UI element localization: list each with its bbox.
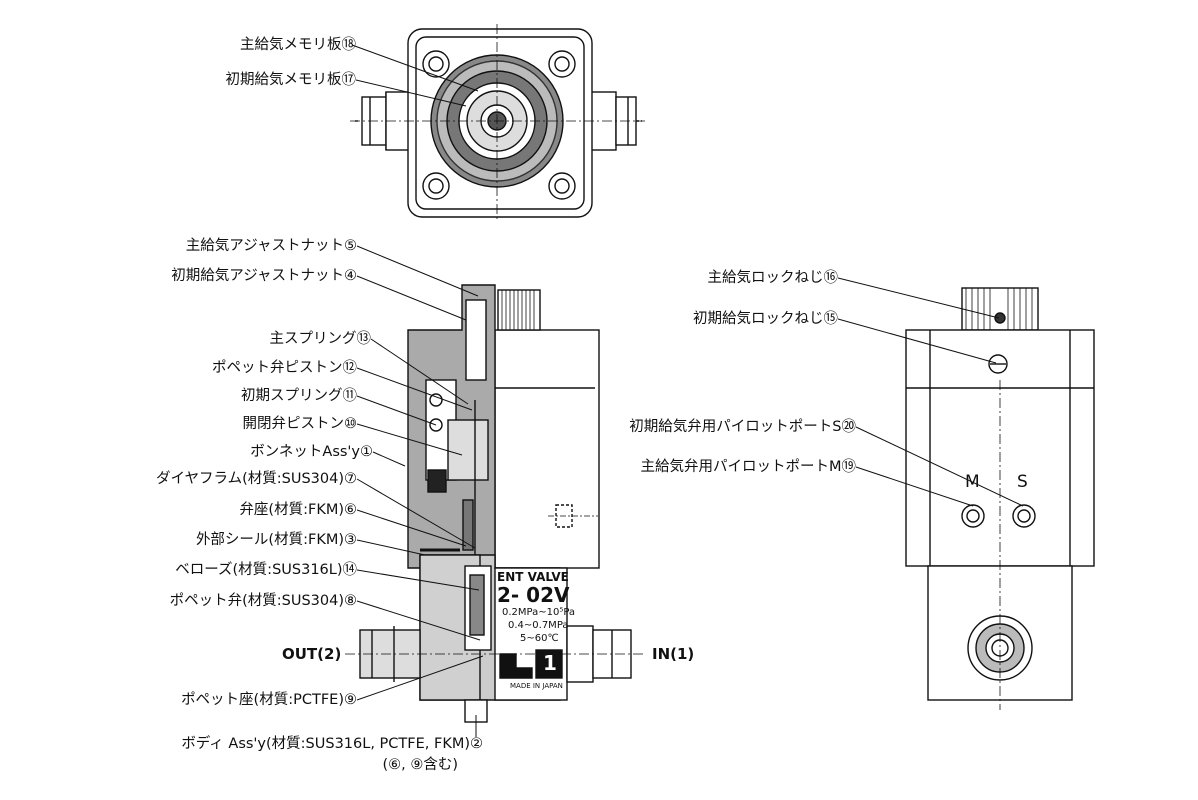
- label-main-lock-screw: 主給気ロックねじ⑯: [707, 270, 839, 286]
- label-pilot-port-m: 主給気弁用パイロットポートM⑲: [640, 459, 856, 475]
- label-poppet-seat: ポペット座(材質:PCTFE)⑨: [181, 692, 357, 708]
- label-main-memory-plate: 主給気メモリ板⑱: [240, 37, 356, 53]
- port-in-label: IN(1): [652, 645, 695, 663]
- label-body-assy: ボディ Ass'y(材質:SUS316L, PCTFE, FKM)②: [181, 736, 483, 752]
- nameplate-line3: 0.2MPa~10⁵Pa: [502, 607, 576, 618]
- label-open-close-piston: 開閉弁ピストン⑩: [242, 416, 358, 432]
- nameplate-logo-number: 1: [543, 651, 557, 675]
- side-view: [345, 284, 645, 723]
- label-bellows: ベローズ(材質:SUS316L)⑭: [175, 562, 357, 578]
- nameplate-made-in: MADE IN JAPAN: [510, 682, 563, 690]
- side-leaders: [356, 245, 484, 737]
- label-pilot-port-s: 初期給気弁用パイロットポートS⑳: [629, 419, 856, 435]
- top-view: [350, 24, 645, 220]
- nameplate-line4: 0.4~0.7MPa: [508, 620, 569, 631]
- right-leaders: [837, 277, 1024, 507]
- label-diaphragm: ダイヤフラム(材質:SUS304)⑦: [155, 471, 357, 487]
- port-letter-s: S: [1017, 472, 1028, 492]
- label-main-adjust-nut: 主給気アジャストナット⑤: [185, 238, 357, 254]
- label-body-assy-note: (⑥, ⑨含む): [382, 757, 458, 773]
- label-initial-adjust-nut: 初期給気アジャストナット④: [171, 268, 357, 284]
- port-out-label: OUT(2): [282, 645, 342, 663]
- nameplate-line2: 2- 02V: [497, 583, 570, 607]
- nameplate-line5: 5~60℃: [520, 633, 559, 644]
- nameplate-line1: ENT VALVE: [497, 570, 569, 584]
- label-bonnet-assy: ボンネットAss'y①: [250, 444, 373, 460]
- top-leaders: [351, 44, 479, 107]
- label-main-spring: 主スプリング⑬: [269, 331, 372, 347]
- top-bolts: [422, 50, 576, 200]
- label-poppet-valve-piston: ポペット弁ピストン⑫: [212, 360, 357, 376]
- label-initial-lock-screw: 初期給気ロックねじ⑮: [693, 311, 838, 327]
- port-letter-m: M: [965, 472, 980, 492]
- label-initial-memory-plate: 初期給気メモリ板⑰: [225, 72, 357, 88]
- right-view: [905, 287, 1095, 710]
- label-poppet-valve: ポペット弁(材質:SUS304)⑧: [169, 593, 357, 609]
- label-external-seal: 外部シール(材質:FKM)③: [195, 532, 357, 548]
- label-valve-seat: 弁座(材質:FKM)⑥: [239, 502, 357, 518]
- label-initial-spring: 初期スプリング⑪: [241, 388, 357, 404]
